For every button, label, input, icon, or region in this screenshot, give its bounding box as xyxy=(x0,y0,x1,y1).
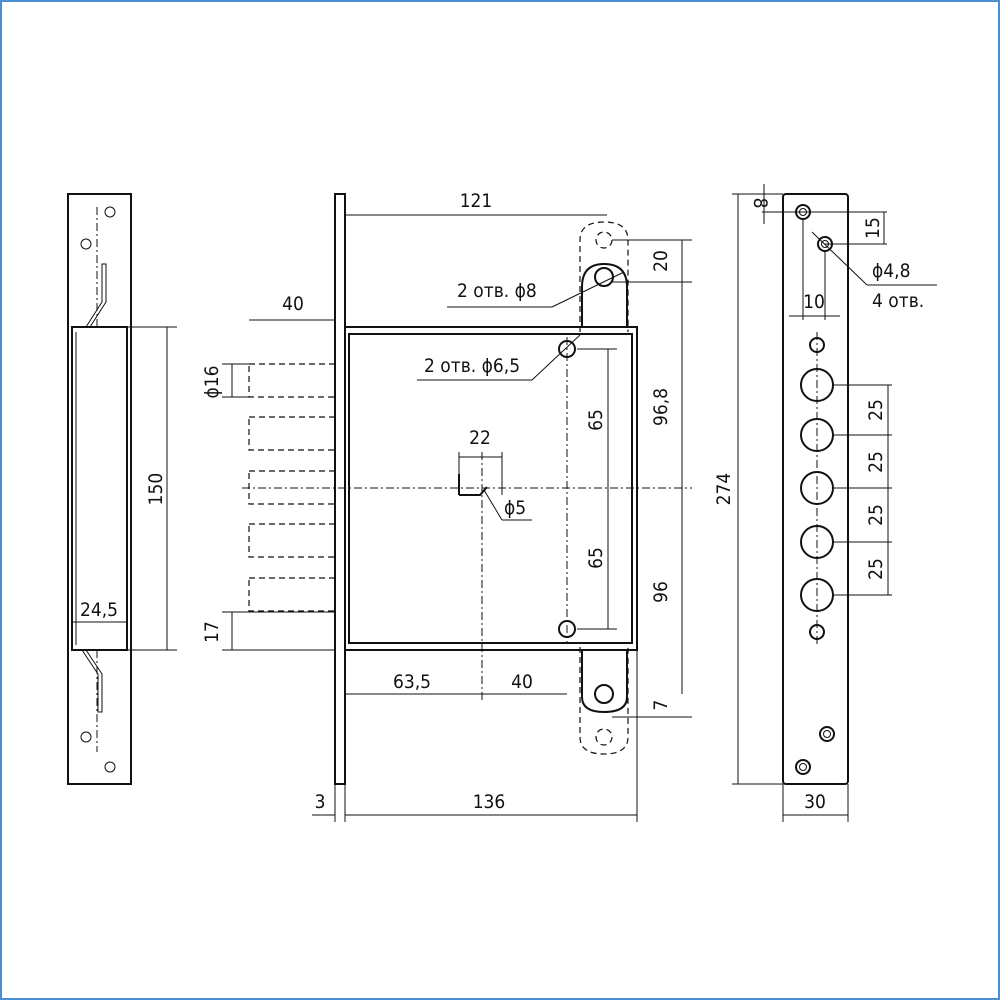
dim-65-lower: 65 xyxy=(585,547,607,569)
label-hole-diameter: ϕ4,8 xyxy=(872,260,910,282)
dim-7: 7 xyxy=(650,700,672,711)
dim-121: 121 xyxy=(460,190,493,212)
dim-40-center: 40 xyxy=(511,671,533,693)
dim-pitch-4: 25 xyxy=(865,558,887,580)
dim-63-5: 63,5 xyxy=(393,671,431,693)
dim-pitch-3: 25 xyxy=(865,504,887,526)
dim-22: 22 xyxy=(469,427,491,449)
faceplate: 274 8 15 ϕ4,8 4 отв. 10 25 25 25 25 30 xyxy=(713,184,937,822)
dim-pitch-2: 25 xyxy=(865,451,887,473)
lock-body: 121 20 2 отв. ϕ8 2 отв. ϕ6,5 40 ϕ16 96,8… xyxy=(201,190,692,822)
dim-136: 136 xyxy=(473,791,506,813)
dim-10: 10 xyxy=(803,291,825,313)
dim-96: 96 xyxy=(650,581,672,603)
dim-8: 8 xyxy=(749,198,771,209)
dim-strike-height: 150 xyxy=(145,473,167,506)
strike-plate: 150 24,5 xyxy=(67,193,177,785)
dim-20: 20 xyxy=(650,250,672,272)
dim-bolt-diameter: ϕ16 xyxy=(201,365,223,398)
dim-30: 30 xyxy=(804,791,826,813)
dim-65-upper: 65 xyxy=(585,409,607,431)
dim-40-throw: 40 xyxy=(282,293,304,315)
dim-15: 15 xyxy=(862,217,884,239)
dim-strike-width: 24,5 xyxy=(80,599,118,621)
dim-key-hole: ϕ5 xyxy=(504,497,526,519)
dim-274: 274 xyxy=(713,473,735,506)
label-hole-count: 4 отв. xyxy=(872,290,924,312)
dim-96-8: 96,8 xyxy=(650,388,672,426)
dim-3: 3 xyxy=(315,791,326,813)
dim-pitch-1: 25 xyxy=(865,399,887,421)
label-body-holes: 2 отв. ϕ6,5 xyxy=(424,355,520,377)
label-tab-holes: 2 отв. ϕ8 xyxy=(457,280,537,302)
dim-17: 17 xyxy=(201,621,223,643)
